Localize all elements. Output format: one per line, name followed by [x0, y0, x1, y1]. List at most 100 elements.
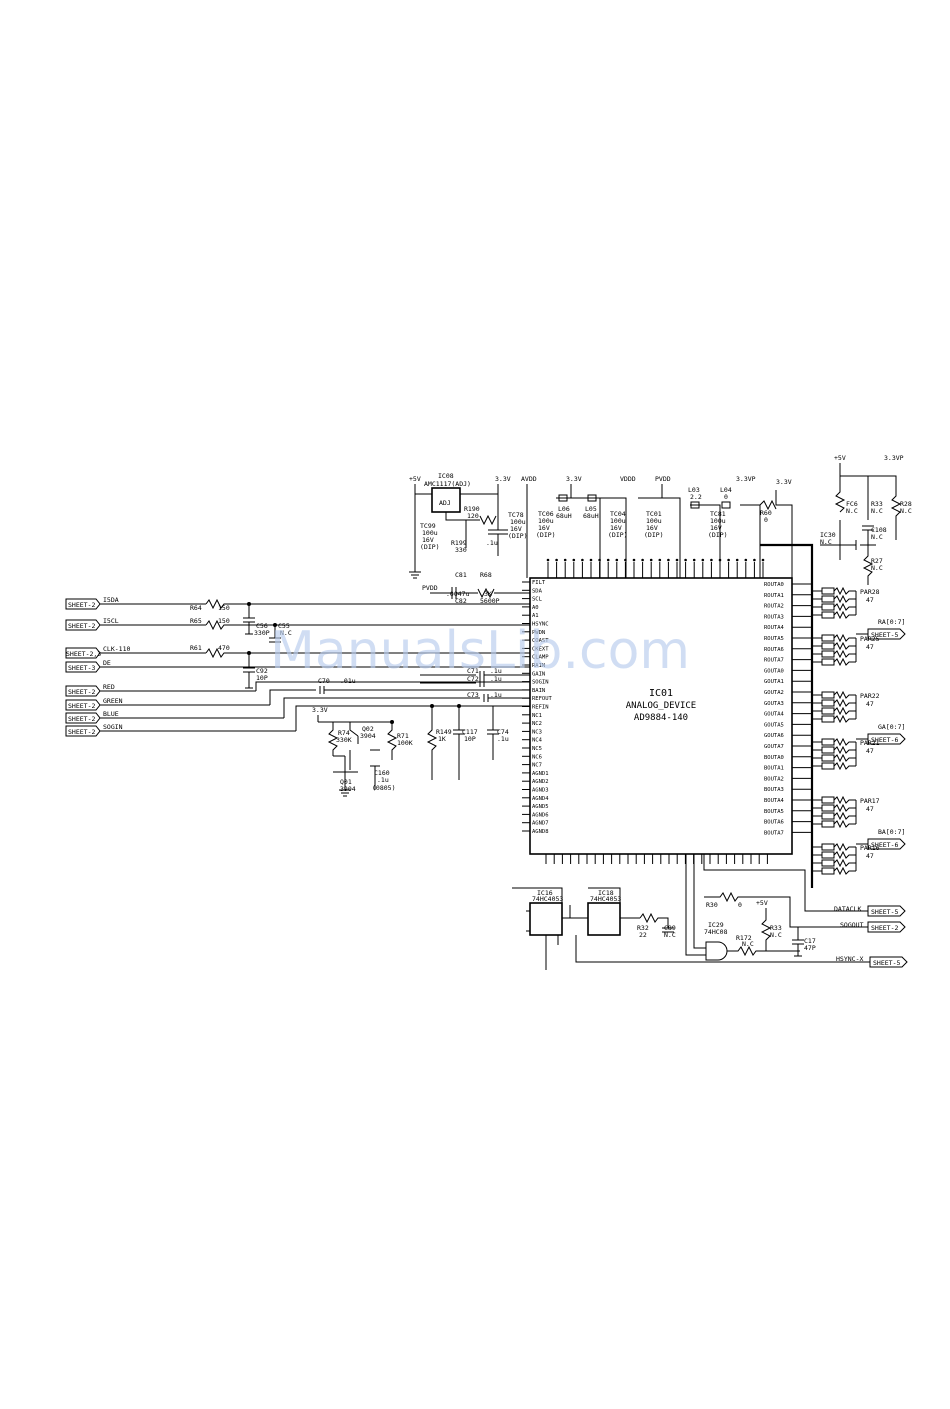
- c56-val: 330P: [254, 629, 270, 637]
- ic01-top-pin-dot: [658, 558, 662, 562]
- c82-val: 5600P: [480, 597, 500, 605]
- tc99-volt: 16V: [422, 536, 434, 544]
- c74-val: .1u: [497, 735, 509, 743]
- c70-val: .01u: [340, 677, 356, 685]
- ic01-left-pin: PWDN: [532, 630, 545, 636]
- l06-ref: L06: [558, 505, 570, 513]
- ic01-left-pin: A0: [532, 605, 539, 611]
- ic01-left-pin: RAIN: [532, 663, 545, 669]
- net-label: SOGOUT: [840, 921, 864, 929]
- c82-ref: C82: [455, 597, 467, 605]
- ic01-left-pin: CKEXT: [532, 646, 549, 652]
- ic01-right-pin: BOUTA5: [764, 809, 784, 815]
- c70-ref: C70: [318, 677, 330, 685]
- port-sheet: SHEET-2: [871, 924, 898, 932]
- tc81-volt: 16V: [710, 524, 722, 532]
- net-label: HSYNC-X: [836, 955, 863, 963]
- ic01-left-pin: A1: [532, 613, 539, 619]
- rpack-resistor: [812, 858, 856, 868]
- c89-val: N.C: [664, 931, 676, 939]
- ic18-ref: IC18: [598, 889, 614, 897]
- ic08-regulator: IC08 AMC1117(ADJ) ADJ R190 120 R199 330 …: [409, 472, 508, 579]
- rpack-net-box: [821, 595, 835, 603]
- ic01-right-pin: BOUTA6: [764, 820, 784, 826]
- tc04-pkg: (DIP): [608, 531, 628, 539]
- bottom-logic: IC16 74HC4053 IC18 74HC4053 R32 22 C89 N…: [512, 854, 840, 970]
- rpack-net-box: [821, 642, 835, 650]
- left-nets: I5DA I5CL CLK-110 DE RED GREEN BLUE SOGI…: [100, 596, 530, 732]
- rail-label: PVDD: [655, 475, 671, 483]
- ic01-left-pin: NC3: [532, 729, 542, 735]
- c74-ref: C74: [497, 728, 509, 736]
- r33b-ref: R33: [770, 924, 782, 932]
- ic01-top-pin-dot: [555, 558, 558, 562]
- left-input-ports: SHEET-2 SHEET-2 SHEET-2,3 SHEET-3 SHEET-…: [65, 598, 101, 737]
- tc01-volt: 16V: [646, 524, 658, 532]
- tc81-pkg: (DIP): [708, 531, 728, 539]
- rpack-net-box: [821, 859, 835, 867]
- tc06-val: 100u: [538, 517, 554, 525]
- ic30-ref: IC30: [820, 531, 836, 539]
- ic01-left-pin: NC7: [532, 763, 542, 769]
- net-label: GA[0:7]: [878, 723, 905, 731]
- tc06-volt: 16V: [538, 524, 550, 532]
- rpack-net-box: [821, 804, 835, 812]
- rpack-net-box: [821, 796, 835, 804]
- c73-ref: C73: [467, 691, 479, 699]
- port-sheet: SHEET-2: [68, 601, 95, 609]
- c72-val: .1u: [490, 675, 502, 683]
- c92-val: 10P: [256, 674, 268, 682]
- l03-ref: L03: [688, 486, 700, 494]
- rpack-net-box: [821, 691, 835, 699]
- ic01-right-pin: GOUTA7: [764, 744, 784, 750]
- ic01-maker: ANALOG_DEVICE: [626, 701, 696, 711]
- ic01-right-pin: GOUTA1: [764, 679, 784, 685]
- ic01-right-pin: ROUTA1: [764, 593, 784, 599]
- ic01-top-pin-dot: [641, 558, 644, 562]
- net-label: SOGIN: [103, 723, 123, 731]
- r33-ref: R33: [871, 500, 883, 508]
- rpack-resistor: [812, 819, 856, 829]
- ic01-left-pin: CLAMP: [532, 655, 549, 661]
- tc04-volt: 16V: [610, 524, 622, 532]
- q01-ref: Q01: [340, 778, 352, 786]
- ic01-top-pin-dot: [667, 558, 670, 562]
- tc01-pkg: (DIP): [644, 531, 664, 539]
- ic01-left-pin: AGND2: [532, 779, 549, 785]
- rpack-resistor: [812, 649, 856, 659]
- net-label: DE: [103, 659, 111, 667]
- r27-ref: R27: [871, 557, 883, 565]
- tc06-pkg: (DIP): [536, 531, 556, 539]
- rail-33v: 3.3V: [312, 706, 328, 714]
- rpack-net-box: [821, 746, 835, 754]
- rpack-resistor: [812, 714, 856, 724]
- c71-val: .1u: [490, 667, 502, 675]
- rpack-resistor: [812, 795, 856, 805]
- ic01-top-pin-dot: [675, 558, 679, 562]
- ic01-right-pin: ROUTA5: [764, 636, 784, 642]
- r64-ref: R64: [190, 604, 202, 612]
- rpack-net-box: [821, 738, 835, 746]
- tc04-ref: TC04: [610, 510, 626, 518]
- net-label: CLK-110: [103, 645, 130, 653]
- rpack-ref: PAR28: [860, 588, 880, 596]
- q02-val: 3904: [360, 732, 376, 740]
- watermark-text: ManualsLib.com: [270, 621, 690, 681]
- ic01-top-pin-dot: [589, 558, 593, 562]
- ic01-top-pin-dot: [701, 558, 705, 562]
- ic01-right-pin: ROUTA0: [764, 582, 784, 588]
- output-bus: [760, 543, 814, 888]
- rpack-resistor: [812, 842, 856, 852]
- ic01-right-pin: GOUTA5: [764, 722, 784, 728]
- ic01-top-pin-dot: [615, 558, 619, 562]
- tc01-ref: TC01: [646, 510, 662, 518]
- rpack-net-box: [821, 867, 835, 875]
- r65-val: 150: [218, 617, 230, 625]
- c55-val: N.C: [280, 629, 292, 637]
- ic16-part: 74HC4053: [532, 895, 563, 903]
- r64-val: 150: [218, 604, 230, 612]
- c108-ref: C108: [871, 526, 887, 534]
- ic01-right-pin: ROUTA3: [764, 614, 784, 620]
